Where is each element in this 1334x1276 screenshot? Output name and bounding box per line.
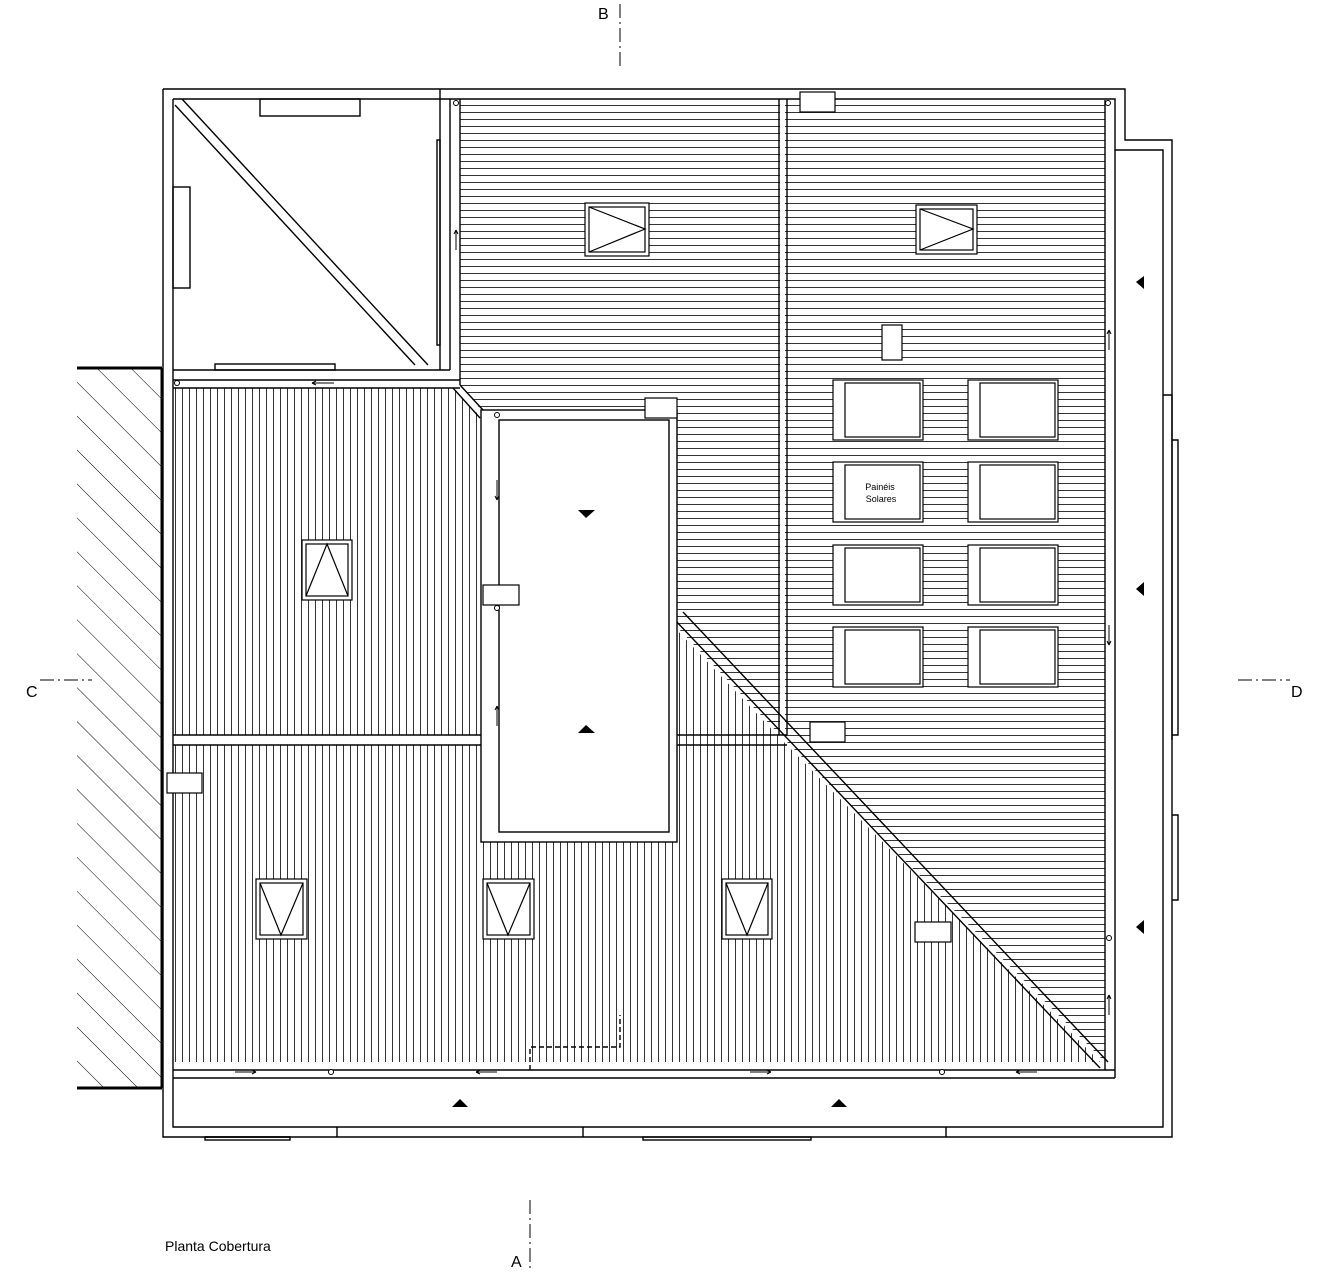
section-marker-c: C	[26, 684, 38, 701]
section-marker-b: B	[598, 6, 609, 23]
slope-arrows	[452, 276, 1144, 1107]
solar-panels	[832, 379, 1059, 688]
skylight	[584, 202, 650, 257]
skylight	[915, 204, 978, 255]
skylight	[721, 878, 773, 940]
skylights	[255, 202, 978, 940]
drawing-title: Planta Cobertura	[165, 1238, 271, 1254]
roof-vents	[166, 91, 952, 943]
section-lines	[40, 4, 1290, 1268]
section-marker-a: A	[511, 1254, 522, 1271]
drainage-arrows	[235, 229, 1112, 1075]
solar-panels-label-line1: Painéis	[865, 482, 895, 492]
section-marker-d: D	[1291, 684, 1303, 701]
adjacent-building-hatch	[77, 368, 162, 1088]
downpipes	[174, 100, 1112, 1075]
solar-panels-label-line2: Solares	[866, 494, 897, 504]
skylight	[482, 878, 535, 940]
skylight	[301, 539, 353, 601]
skylight	[255, 878, 308, 940]
building-outline	[162, 88, 1179, 1141]
